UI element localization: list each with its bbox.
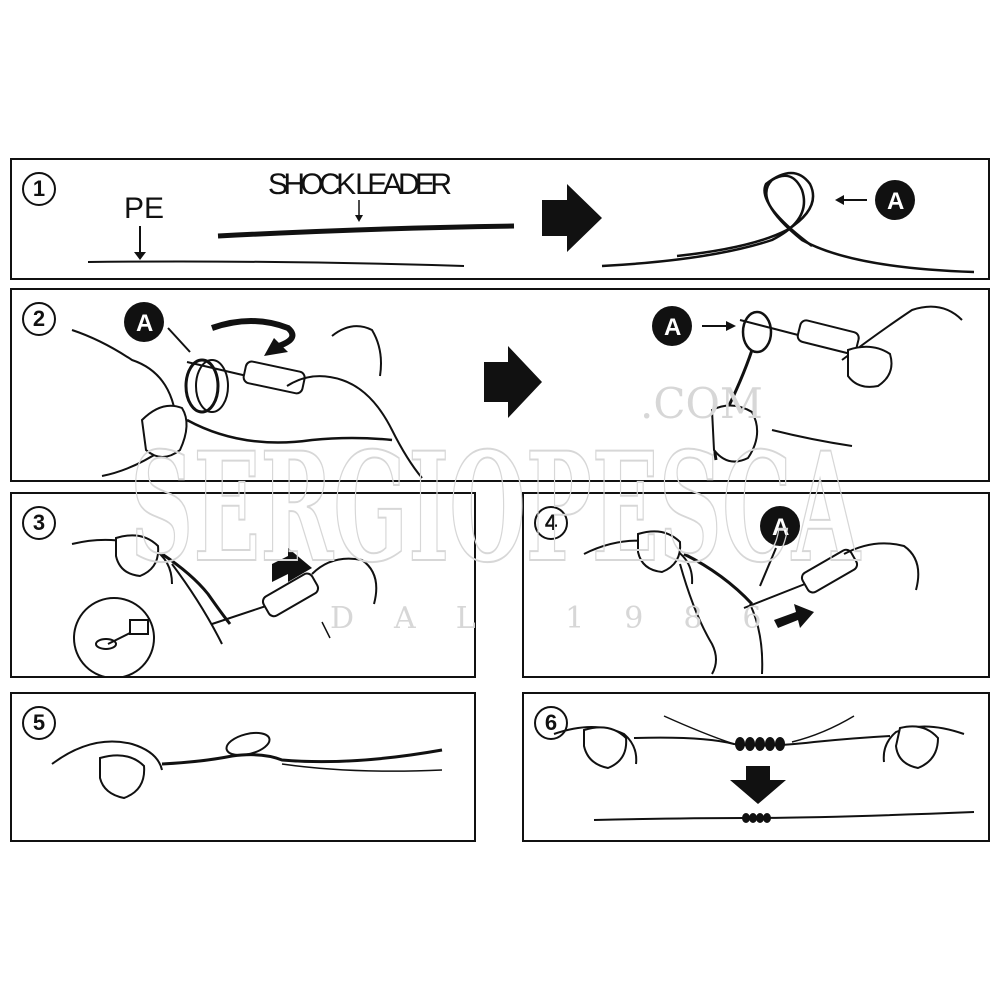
step-3-number: 3 [22,506,56,540]
tag-end-right [791,715,855,743]
loop-ring-3 [741,310,773,354]
tool-needle [186,361,248,377]
step-1-illustration: PE SHOCK LEADER A [87,168,975,274]
pe-pointer-head [134,252,146,260]
left-hand-outline-6 [553,726,638,765]
loop-line-inner [676,171,815,258]
step-6-number: 6 [534,706,568,740]
marker-a-letter-4: A [772,514,789,541]
left-hand-outline [71,329,177,477]
shock-leader-pointer-head [355,215,363,222]
left-thumb-4 [637,530,682,574]
transition-arrow-1 [542,184,602,252]
pull-arrow-4 [774,604,814,628]
detail-inset [73,597,155,676]
tool-body-3 [261,572,320,618]
left-thumb-2 [710,404,759,463]
tool-needle-4 [743,581,811,609]
loop-ring-1 [184,358,220,414]
step-4-illustration: A [583,506,920,675]
right-hand-outline-3 [311,557,378,605]
remaining-loop [225,731,271,757]
shock-leader-line [217,223,515,239]
tool-body [242,360,306,395]
tight-knot [742,813,771,823]
marker-a-badge-3 [652,306,692,346]
tool-needle-3 [211,603,273,625]
pe-line [87,260,465,267]
step-5-number: 5 [22,706,56,740]
knot-main-line [161,748,443,766]
step-3-illustration [71,534,378,676]
left-thumb-6 [583,726,628,770]
leader-tail-2 [771,429,853,447]
right-thumb-6 [894,725,940,770]
thumb-5 [99,754,146,800]
step-5-panel: 5 [10,692,476,842]
tool-pointer-3 [321,621,331,639]
step-4-number: 4 [534,506,568,540]
leader-tail-4 [749,603,764,675]
right-hand-outline-2 [841,305,963,361]
pe-label: PE [124,192,164,225]
line-after-tighten [593,811,975,821]
rotation-arrow-head [264,338,288,356]
pe-tail-4 [679,563,717,675]
right-hand-outline [286,375,423,479]
marker-a-badge-4 [760,506,800,546]
rotation-arrow [211,318,296,351]
transition-arrow-2 [484,346,542,418]
marker-a-pointer-head-3 [726,321,736,331]
step-3-panel: 3 [10,492,476,678]
push-arrow-3 [272,548,312,582]
tool-body-4 [800,548,859,594]
step-6-illustration [553,715,975,823]
shock-leader-label: SHOCK LEADER [268,168,452,201]
marker-a-letter-3: A [664,314,681,341]
pe-line-5 [281,763,443,772]
twisted-line-4 [683,552,754,606]
step-4-panel: 4 A [522,492,990,678]
tool-body-2 [796,319,860,355]
marker-a-letter-2: A [136,310,153,337]
detail-loop [95,638,117,650]
marker-a-letter: A [887,188,904,215]
marker-a-pointer-4 [759,547,777,587]
loop-marker-pointer-head [835,195,844,205]
pe-tail-3 [171,563,223,645]
step-2-panel: 2 A A [10,288,990,482]
right-hand-outline-6 [882,725,965,763]
step-6-panel: 6 [522,692,990,842]
left-thumb-3 [115,534,160,578]
loop-line-outer [601,174,975,274]
right-thumb-2 [847,345,893,388]
marker-a-badge [875,180,915,220]
right-hand-outline-4 [843,542,920,591]
left-thumb [140,404,188,458]
leader-tail [186,418,393,444]
tighten-arrow [730,766,786,804]
step-5-illustration [51,731,443,800]
tag-end-left [663,715,735,745]
step-2-illustration: A A [71,302,963,479]
detail-tool [129,619,149,635]
right-finger [331,325,382,377]
twisted-line-3 [161,552,232,625]
marker-a-badge-2 [124,302,164,342]
step-1-number: 1 [22,172,56,206]
loop-ring-2 [195,359,229,413]
hand-outline-5 [51,740,163,771]
loose-knot [735,737,785,751]
step-2-number: 2 [22,302,56,336]
marker-a-pointer-2 [167,327,191,353]
step-1-panel: 1 PE SHOCK LEADER A [10,158,990,280]
